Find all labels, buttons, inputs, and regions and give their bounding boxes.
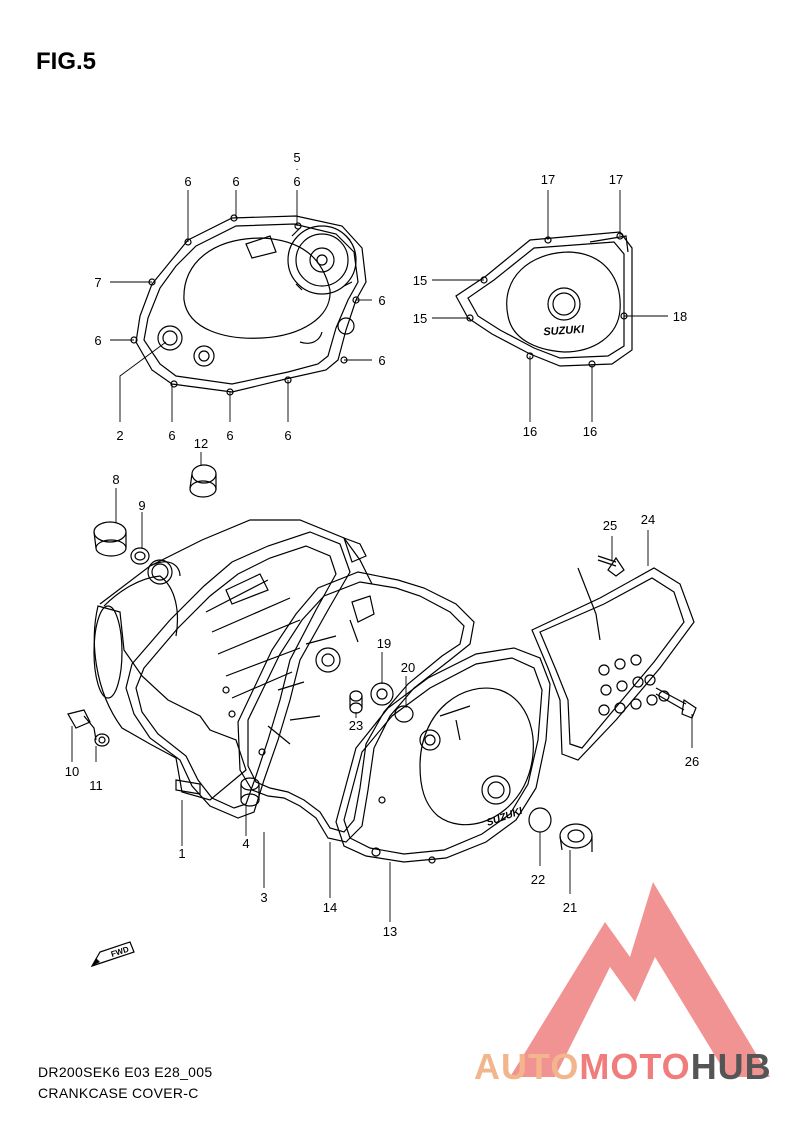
callout-21: 21 — [563, 900, 577, 915]
callout-1: 1 — [178, 846, 185, 861]
o-ring-part-22 — [528, 807, 552, 833]
callout-6: 6 — [378, 293, 385, 308]
cap-part-21 — [559, 823, 593, 852]
oil-seal-part-12 — [189, 464, 217, 498]
callout-14: 14 — [323, 900, 337, 915]
callout-20: 20 — [401, 660, 415, 675]
watermark-text: AUTOMOTOHUB — [474, 1046, 772, 1088]
callout-4: 4 — [242, 836, 249, 851]
callout-2: 2 — [116, 428, 123, 443]
callout-17: 17 — [541, 172, 555, 187]
suzuki-marking-top: SUZUKI — [543, 324, 586, 339]
callout-9: 9 — [138, 498, 145, 513]
o-ring-part-9 — [130, 547, 150, 565]
callout-22: 22 — [531, 872, 545, 887]
callout-17: 17 — [609, 172, 623, 187]
callout-6: 6 — [378, 353, 385, 368]
callout-6: 6 — [293, 174, 300, 189]
chain-guard-part-24 — [531, 567, 695, 761]
leader-lines — [71, 190, 693, 922]
suzuki-marking-bottom: SUZUKI — [485, 806, 524, 829]
callout-15: 15 — [413, 311, 427, 326]
callout-labels: 5 · 6 6 6 7 6 6 6 2 6 6 6 17 17 15 15 18… — [65, 150, 699, 939]
callout-6: 6 — [232, 174, 239, 189]
callout-6: 6 — [94, 333, 101, 348]
watermark-part-auto: AUTO — [474, 1046, 580, 1087]
crankcase-part-1 — [93, 519, 373, 801]
callout-6: 6 — [284, 428, 291, 443]
oil-filler-cap-part-8 — [93, 521, 127, 557]
watermark-part-hub: HUB — [690, 1046, 772, 1087]
callout-6: 6 — [184, 174, 191, 189]
callout-10: 10 — [65, 764, 79, 779]
callout-5-dot: · — [295, 164, 298, 175]
callout-25: 25 — [603, 518, 617, 533]
figure-title: FIG.5 — [36, 48, 97, 75]
diagram-name: CRANKCASE COVER-C — [38, 1085, 199, 1101]
watermark-logo-icon — [510, 882, 770, 1077]
callout-6: 6 — [226, 428, 233, 443]
callout-16: 16 — [583, 424, 597, 439]
callout-23: 23 — [349, 718, 363, 733]
gasket-part-14 — [237, 571, 475, 843]
callout-11: 11 — [89, 778, 103, 793]
generator-cover-outer — [455, 231, 633, 367]
callout-19: 19 — [377, 636, 391, 651]
plug-part-19 — [370, 682, 394, 706]
bolt-part-26 — [655, 687, 697, 719]
callout-15: 15 — [413, 273, 427, 288]
callout-24: 24 — [641, 512, 655, 527]
watermark-part-moto: MOTO — [579, 1046, 691, 1087]
crankcase-frame-part-3 — [125, 531, 351, 819]
callout-26: 26 — [685, 754, 699, 769]
dowel-part-23 — [349, 690, 363, 714]
o-ring-part-20 — [394, 705, 414, 723]
generator-cover-bolt-holes — [466, 232, 628, 368]
forward-arrow-icon: FWD — [90, 941, 135, 968]
callout-7: 7 — [94, 275, 101, 290]
clutch-cover-outer — [135, 215, 367, 393]
washer-part-11 — [94, 733, 110, 747]
callout-3: 3 — [260, 890, 267, 905]
callout-12: 12 — [194, 436, 208, 451]
magneto-cover-part-13 — [335, 647, 551, 864]
callout-8: 8 — [112, 472, 119, 487]
callout-18: 18 — [673, 309, 687, 324]
callout-5: 5 — [293, 150, 300, 165]
callout-16: 16 — [523, 424, 537, 439]
callout-6: 6 — [168, 428, 175, 443]
diagram-code: DR200SEK6 E03 E28_005 — [38, 1064, 213, 1080]
callout-13: 13 — [383, 924, 397, 939]
drain-plug-part-10 — [67, 709, 97, 741]
bolt-part-25 — [597, 555, 625, 577]
